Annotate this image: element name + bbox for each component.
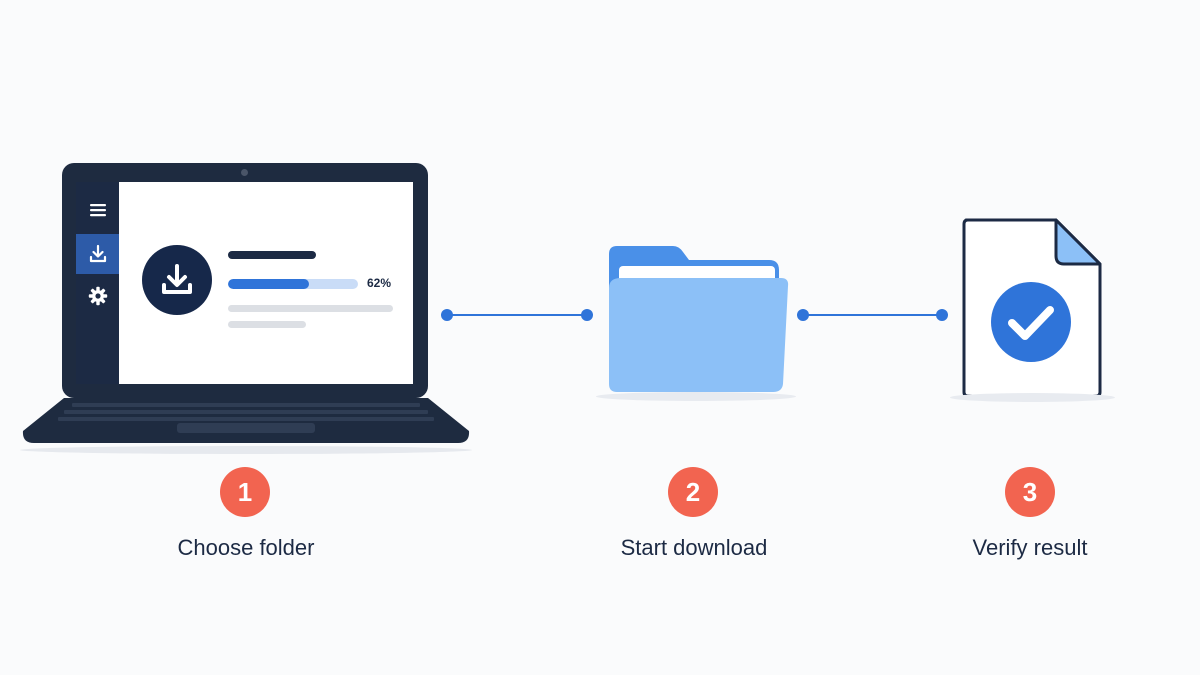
gear-icon[interactable]: [76, 276, 119, 316]
connector-line: [803, 314, 943, 316]
detail-line-placeholder: [228, 321, 306, 328]
download-progress-fill: [228, 279, 309, 289]
connector-line: [447, 314, 587, 316]
laptop-screen: 62%: [76, 182, 413, 384]
step-1-badge: 1: [220, 467, 270, 517]
connector-dot: [936, 309, 948, 321]
folder-shadow: [596, 392, 796, 401]
menu-icon[interactable]: [76, 190, 119, 230]
detail-line-placeholder: [228, 305, 393, 312]
progress-percent-label: 62%: [367, 276, 392, 290]
laptop-shadow: [20, 446, 472, 454]
document-shadow: [950, 393, 1115, 402]
step-3-label: Verify result: [972, 535, 1088, 560]
laptop-keyboard-base: [22, 398, 470, 443]
step-1-label: Choose folder: [177, 535, 315, 560]
download-progress-bar: [228, 279, 358, 289]
app-sidebar: [76, 182, 119, 384]
file-title-placeholder: [228, 251, 316, 259]
download-icon[interactable]: [142, 245, 212, 315]
step-3-badge: 3: [1005, 467, 1055, 517]
laptop-camera: [241, 169, 248, 176]
step-2-label: Start download: [620, 535, 768, 560]
document-check-icon: [962, 218, 1102, 398]
connector-dot: [581, 309, 593, 321]
step-2-badge: 2: [668, 467, 718, 517]
sidebar-download-icon[interactable]: [76, 234, 119, 274]
folder-icon: [609, 246, 789, 392]
